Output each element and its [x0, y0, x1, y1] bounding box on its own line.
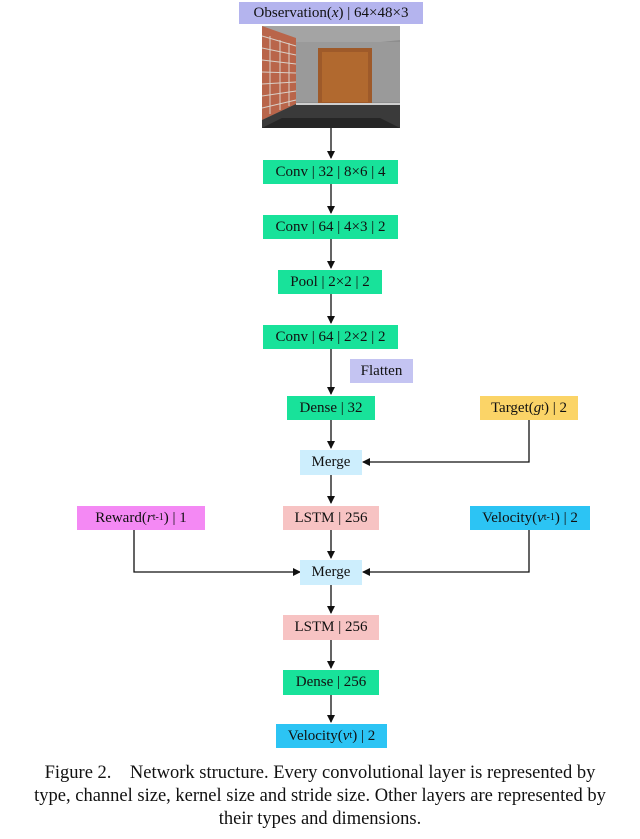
arrow-target-merge1 [362, 420, 530, 466]
lstm1-node: LSTM | 256 [283, 506, 379, 530]
conv1-node: Conv | 32 | 8×6 | 4 [263, 160, 398, 184]
arrow-velocity-merge2 [362, 530, 530, 576]
velocity-input-suffix: ) | 2 [554, 509, 578, 526]
figure-caption: Figure 2. Network structure. Every convo… [0, 762, 640, 831]
velocity-input-prefix: Velocity( [482, 509, 538, 526]
reward-var: r [146, 509, 153, 526]
reward-suffix: ) | 1 [163, 509, 187, 526]
target-suffix: ) | 2 [544, 399, 568, 416]
caption-line-2: type, channel size, kernel size and stri… [34, 786, 606, 806]
reward-prefix: Reward( [95, 509, 147, 526]
conv3-node: Conv | 64 | 2×2 | 2 [263, 325, 398, 349]
dense1-node: Dense | 32 [287, 396, 375, 420]
caption-line-3: their types and dimensions. [218, 809, 422, 829]
merge1-node: Merge [300, 450, 362, 475]
flatten-label: Flatten [350, 359, 413, 383]
conv2-node: Conv | 64 | 4×3 | 2 [263, 215, 398, 239]
lstm2-node: LSTM | 256 [283, 615, 379, 640]
arrow-reward-merge2 [133, 530, 301, 576]
target-var: g [533, 399, 542, 416]
velocity-input-var: v [537, 509, 544, 526]
observation-suffix: ) | 64×48×3 [338, 4, 409, 21]
velocity-output-prefix: Velocity( [287, 727, 343, 744]
observation-prefix: Observation( [253, 4, 332, 21]
observation-image [262, 26, 400, 128]
dense2-node: Dense | 256 [283, 670, 379, 695]
observation-var: x [331, 4, 339, 21]
merge2-node: Merge [300, 560, 362, 585]
caption-line-1: Figure 2. Network structure. Every convo… [44, 763, 596, 783]
velocity-output-suffix: ) | 2 [352, 727, 376, 744]
observation-node: Observation(x) | 64×48×3 [239, 2, 423, 24]
target-prefix: Target( [490, 399, 534, 416]
velocity-output-var: v [342, 727, 350, 744]
pool-node: Pool | 2×2 | 2 [278, 270, 382, 294]
